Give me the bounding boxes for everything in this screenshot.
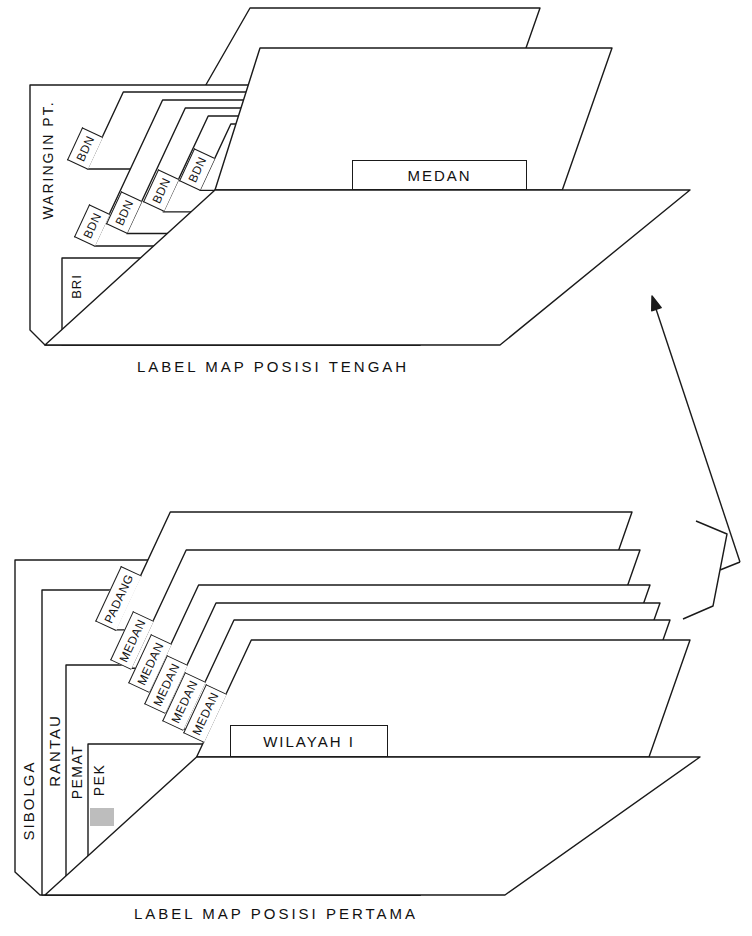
tab-text: BDN [187, 155, 209, 184]
guide-label: PEK [92, 764, 106, 797]
caption: LABEL MAP POSISI TENGAH [137, 359, 409, 374]
tab-text: WILAYAH I [263, 734, 355, 749]
tab-text: BDN [114, 198, 136, 227]
guide-label: WARINGIN PT. [40, 100, 54, 219]
caption: LABEL MAP POSISI PERTAMA [134, 906, 418, 921]
folder-label: MEDAN [352, 160, 527, 190]
tab-text: BDN [81, 211, 103, 240]
tab-text: BDN [150, 176, 172, 205]
folder-tab: BDN [106, 191, 142, 233]
folder-sheet [197, 640, 690, 757]
guide-label: BRI [69, 274, 82, 299]
caption-text: LABEL MAP POSISI PERTAMA [134, 906, 418, 921]
caption-text: LABEL MAP POSISI TENGAH [137, 359, 409, 374]
folder-sheet [215, 48, 612, 190]
tab-text: MEDAN [407, 168, 471, 183]
guide-label: PEMAT [70, 745, 84, 800]
folder-tab: BDN [179, 148, 215, 190]
guide-label: SIBOLGA [21, 760, 36, 840]
folder-sheet [45, 757, 700, 895]
guide-label-text: BRI [69, 274, 82, 299]
folder-tab: BDN [143, 170, 179, 212]
tab-text: BDN [74, 134, 96, 163]
arrow-head [652, 296, 662, 311]
folder-tab: BDN [67, 127, 103, 169]
folder-label: WILAYAH I [230, 725, 388, 757]
guide-label-text: PEK [92, 764, 106, 797]
guide-label-text: RANTAU [46, 714, 61, 787]
folder-sheet [45, 190, 690, 345]
arrow-line [656, 309, 740, 562]
guide-label-text: WARINGIN PT. [40, 100, 54, 219]
shaded-patch [90, 808, 114, 826]
folder-tab: BDN [74, 204, 110, 246]
guide-label: RANTAU [46, 714, 61, 787]
guide-label-text: PEMAT [70, 745, 84, 800]
guide-label-text: SIBOLGA [21, 760, 36, 840]
